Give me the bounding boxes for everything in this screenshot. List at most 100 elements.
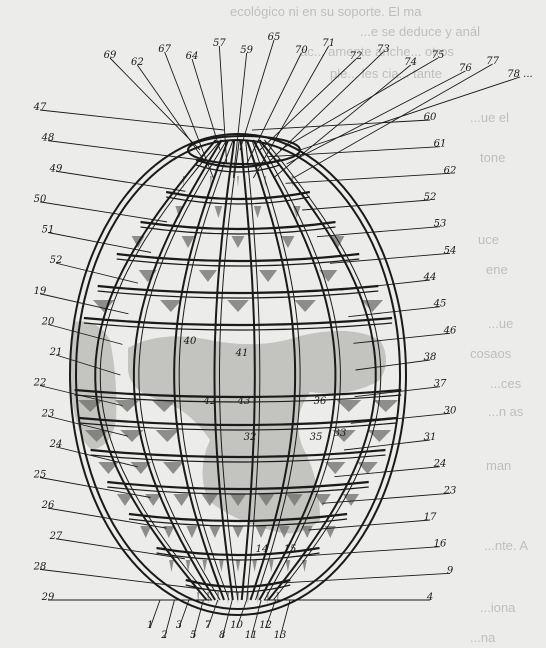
callout-number: 75 xyxy=(432,50,445,61)
leader-line xyxy=(48,141,206,161)
callout-number: 78 ... xyxy=(507,69,532,80)
horizontal-rung xyxy=(140,222,335,229)
callout-number: 77 xyxy=(486,56,499,67)
callout-number: 64 xyxy=(186,51,199,62)
cell-shade xyxy=(254,206,262,218)
callout-number: 38 xyxy=(424,352,437,363)
cell-shade xyxy=(209,526,220,538)
callout-number: 12 xyxy=(259,620,272,631)
cell-shade xyxy=(232,236,245,248)
callout-number: 24 xyxy=(49,439,63,450)
leader-line xyxy=(56,171,185,191)
callout-number: 30 xyxy=(444,405,457,416)
callout-number: 73 xyxy=(377,44,390,55)
cell-shade xyxy=(373,400,398,412)
cell-shade xyxy=(202,560,207,572)
callout-number: 52 xyxy=(424,192,437,203)
callout-number: 13 xyxy=(274,630,287,641)
leader-line xyxy=(240,40,274,150)
callout-number: 57 xyxy=(213,38,226,49)
cell-shade xyxy=(325,462,345,474)
callout-number: 51 xyxy=(42,225,55,236)
cell-shade xyxy=(286,560,291,572)
inner-number: 35 xyxy=(310,432,323,443)
callout-number: 53 xyxy=(434,219,447,230)
leader-line xyxy=(273,65,410,178)
callout-number: 11 xyxy=(245,630,258,641)
callout-number: 29 xyxy=(41,592,55,603)
callout-number: 62 xyxy=(444,165,457,176)
callout-number: 21 xyxy=(49,347,63,358)
callout-number: 54 xyxy=(444,245,457,256)
callout-number: 23 xyxy=(41,408,55,419)
callout-number: 19 xyxy=(34,286,47,297)
cell-shade xyxy=(199,270,217,282)
callout-number: 67 xyxy=(158,44,171,55)
callout-number: 50 xyxy=(34,194,47,205)
horizontal-rung xyxy=(117,254,359,261)
inner-number: 40 xyxy=(183,336,197,347)
callout-number: 74 xyxy=(404,57,417,68)
leader-line xyxy=(317,227,440,237)
horizontal-rung xyxy=(84,318,392,325)
leader-line xyxy=(252,120,430,130)
leader-line xyxy=(351,413,450,423)
inner-number: 33 xyxy=(334,428,347,439)
cell-shade xyxy=(173,494,189,506)
cell-shade xyxy=(169,560,174,572)
cell-shade xyxy=(336,400,361,412)
inner-number: 15 xyxy=(284,544,297,555)
leader-line xyxy=(286,173,450,183)
leader-line xyxy=(344,440,430,450)
leader-line xyxy=(40,478,151,498)
callout-number: 65 xyxy=(268,32,281,43)
leader-line xyxy=(40,569,205,589)
callout-number: 70 xyxy=(295,45,308,56)
cell-shade xyxy=(219,560,224,572)
callout-number: 28 xyxy=(33,561,47,572)
leader-line xyxy=(233,53,246,178)
cell-shade xyxy=(186,526,197,538)
leader-line xyxy=(110,58,200,150)
callout-number: 31 xyxy=(424,432,437,443)
cell-shade xyxy=(259,270,277,282)
inner-number: 36 xyxy=(314,396,327,407)
inner-number: 41 xyxy=(235,348,249,359)
callout-number: 20 xyxy=(41,316,55,327)
callout-number: 62 xyxy=(131,57,144,68)
callout-number: 45 xyxy=(433,299,447,310)
cell-shade xyxy=(163,462,183,474)
leader-line xyxy=(302,200,430,210)
callout-number: 59 xyxy=(240,45,253,56)
cell-shade xyxy=(152,400,177,412)
callout-number: 4 xyxy=(426,592,433,603)
cell-shade xyxy=(256,526,267,538)
callout-number: 17 xyxy=(424,512,437,523)
cell-shade xyxy=(343,494,359,506)
leader-line xyxy=(300,77,520,150)
callout-number: 71 xyxy=(322,38,335,49)
cell-shade xyxy=(236,560,241,572)
cell-shade xyxy=(232,526,243,538)
callout-number: 47 xyxy=(33,102,47,113)
callout-number: 9 xyxy=(447,565,454,576)
inner-number: 43 xyxy=(237,396,251,407)
cell-shade xyxy=(215,206,223,218)
cell-shade xyxy=(207,592,209,604)
callout-number: 7 xyxy=(205,620,212,631)
callout-number: 60 xyxy=(424,112,437,123)
callout-number: 16 xyxy=(434,539,447,550)
callout-number: 5 xyxy=(190,630,196,641)
leader-line xyxy=(280,58,438,150)
callout-number: 72 xyxy=(350,51,363,62)
callout-number: 2 xyxy=(160,630,167,641)
callout-number: 27 xyxy=(49,531,63,542)
cell-shade xyxy=(269,560,274,572)
callout-number: 61 xyxy=(434,139,447,150)
callout-number: 8 xyxy=(219,630,225,641)
cell-shade xyxy=(227,300,249,312)
callout-number: 69 xyxy=(104,50,117,61)
leader-line xyxy=(192,59,220,150)
callout-number: 24 xyxy=(433,459,447,470)
